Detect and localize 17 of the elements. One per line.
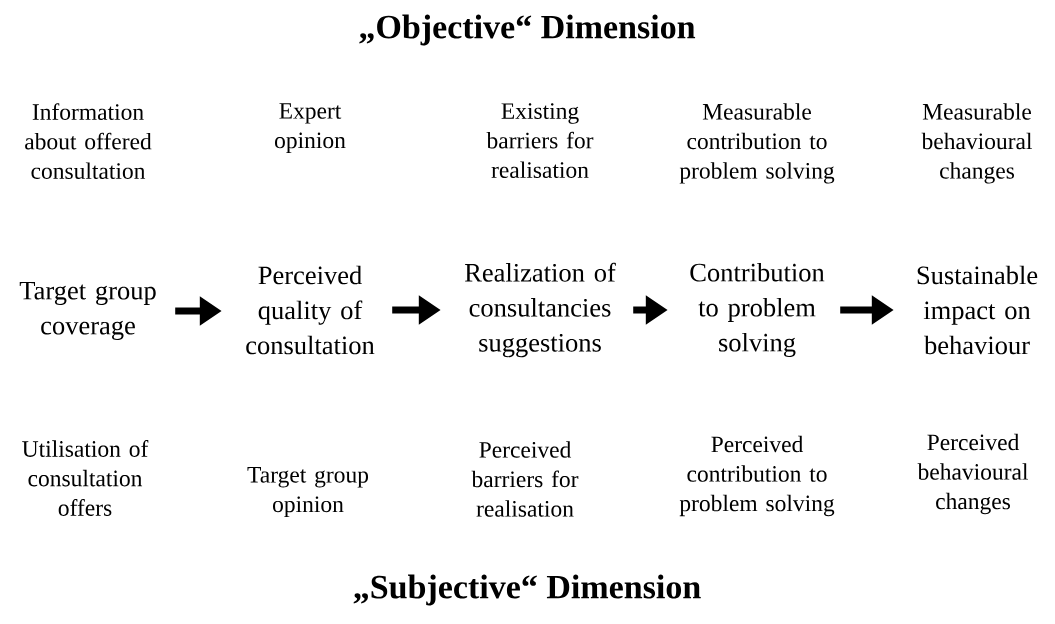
indicator-text: Perceived barriers for realisation bbox=[471, 441, 579, 517]
indicator-text: Measurable contribution to problem solving bbox=[679, 103, 835, 184]
stage-label: Realization of consultancies suggestions bbox=[465, 262, 616, 358]
indicator-text: Information about offered consultation bbox=[25, 103, 152, 179]
stage-label: Contribution to problem solving bbox=[690, 262, 825, 358]
indicator-text: Existing barriers for realisation bbox=[486, 103, 594, 178]
indicator-text: Target group opinion bbox=[247, 467, 369, 517]
indicator-text: Expert opinion bbox=[275, 103, 346, 154]
indicator-text: Measurable behavioural changes bbox=[921, 103, 1032, 184]
title-text: „Subjective“ Dimension bbox=[353, 574, 701, 606]
indicator-text: Perceived behavioural changes bbox=[917, 433, 1028, 515]
indicator-text: Perceived contribution to problem solving bbox=[679, 435, 835, 517]
title-text: „Objective“ Dimension bbox=[359, 14, 696, 46]
stage-label: Target group coverage bbox=[19, 281, 156, 341]
indicator-text: Utilisation of consultation offers bbox=[22, 440, 149, 516]
stage-label: Sustainable impact on behaviour bbox=[917, 265, 1038, 355]
stage-label: Perceived quality of consultation bbox=[246, 265, 375, 355]
